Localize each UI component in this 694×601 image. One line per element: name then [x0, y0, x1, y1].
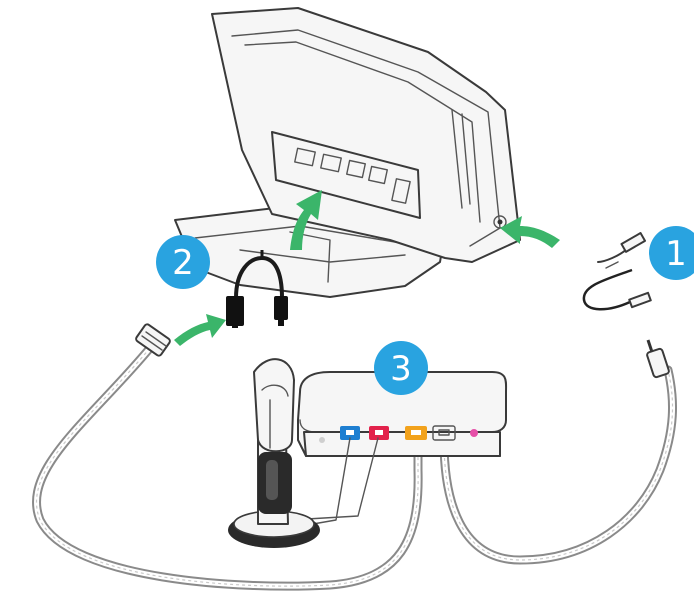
svg-text:1: 1 — [665, 234, 687, 274]
desk-phone — [175, 8, 520, 297]
cable-connector — [646, 340, 669, 378]
arrow-icon — [174, 314, 226, 346]
svg-text:2: 2 — [172, 243, 194, 283]
badge-1: 1 — [649, 226, 694, 280]
cable-connector — [135, 323, 171, 357]
badge-2: 2 — [156, 235, 210, 289]
svg-text:3: 3 — [390, 349, 412, 389]
badge-3: 3 — [374, 341, 428, 395]
audio-jack-cable — [584, 233, 651, 309]
